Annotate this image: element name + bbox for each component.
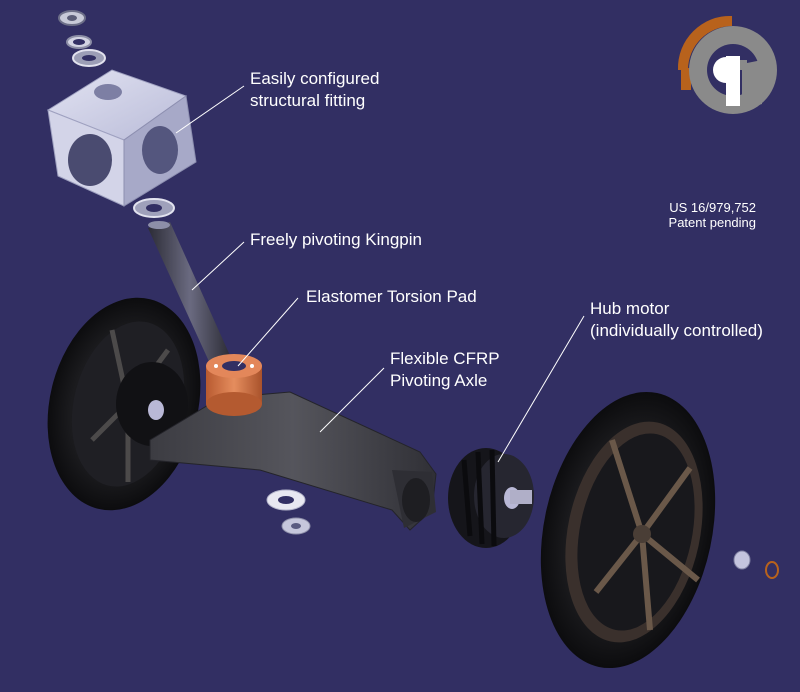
elastomer-torsion-pad (206, 354, 262, 416)
callout-fitting: Easily configured structural fitting (250, 69, 380, 110)
right-wheel (540, 391, 716, 669)
callout-axle: Flexible CFRP Pivoting Axle (390, 349, 500, 390)
patent-notice: US 16/979,752 Patent pending (669, 200, 756, 230)
cfrp-axle (149, 391, 437, 531)
kingpin (148, 221, 232, 368)
leader-lines (175, 85, 585, 463)
fitting-bearing (133, 198, 175, 218)
patent-number: US 16/979,752 (669, 200, 756, 215)
patent-status: Patent pending (668, 215, 756, 230)
logo-icon (677, 15, 777, 114)
callout-torsion-pad: Elastomer Torsion Pad (306, 287, 477, 306)
structural-fitting (46, 69, 197, 207)
right-fasteners (733, 550, 779, 579)
callout-kingpin: Freely pivoting Kingpin (250, 230, 422, 249)
lower-washers (266, 489, 311, 535)
hub-motor (448, 448, 534, 548)
top-bearing-stack (58, 10, 106, 67)
callout-hub-motor: Hub motor (individually controlled) (590, 299, 763, 340)
